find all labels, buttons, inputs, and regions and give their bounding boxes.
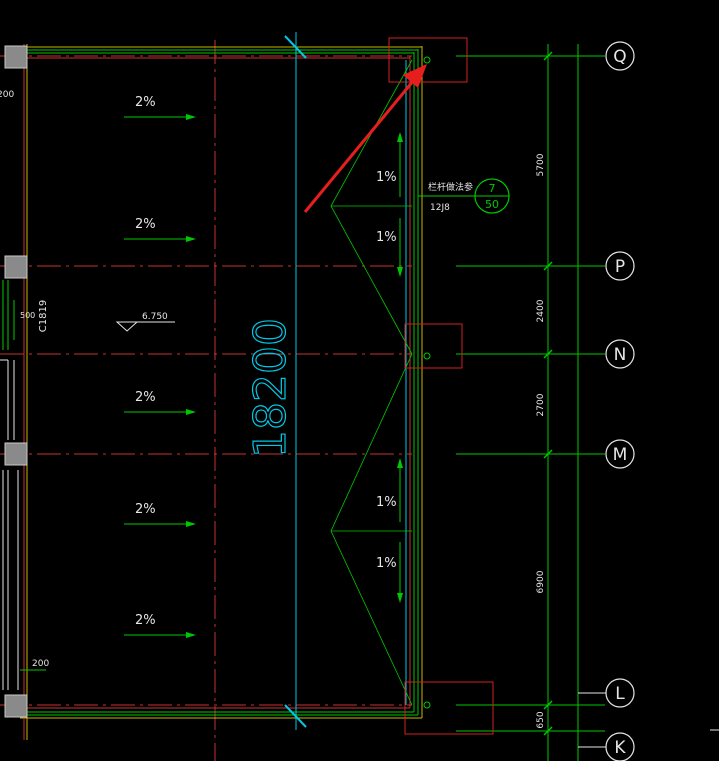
slope-left-arrowhead [186, 521, 196, 527]
slopes-left: 2% 2% 2% 2% 2% [124, 95, 196, 638]
grid-bubble-q [605, 41, 635, 71]
grid-label-p: P [615, 257, 625, 277]
grid-bubble-m [605, 439, 635, 469]
slope-right-label: 1% [376, 556, 397, 571]
grid-label-m: M [613, 445, 628, 465]
pointer-arrow [303, 64, 427, 213]
left-edge-details [0, 280, 19, 690]
slope-left-5: 2% [124, 613, 196, 638]
dimension-ticks [543, 51, 553, 736]
axis-dimension-texts: 5700 2400 2700 6900 650 [536, 153, 546, 728]
dim-text-m-l: 6900 [536, 570, 546, 593]
dim-text-l-k: 650 [536, 711, 546, 728]
roof-drain-q [423, 56, 431, 64]
slope-right-arrowhead [397, 458, 403, 468]
column-l-left [4, 694, 28, 718]
slope-right-label: 1% [376, 230, 397, 245]
grid-label-n: N [614, 345, 627, 365]
dim-tick-k [543, 726, 553, 736]
slope-right-label: 1% [376, 495, 397, 510]
small-dim-left-mid: 500 [20, 311, 35, 320]
slope-left-label: 2% [135, 95, 156, 110]
overall-dimension [284, 32, 407, 730]
overall-dim-tick-top [284, 35, 307, 59]
axis-extensions [456, 44, 605, 761]
slope-left-1: 2% [124, 95, 196, 120]
dim-tick-l [543, 700, 553, 710]
grid-label-q: Q [613, 47, 626, 67]
dim-text-n-m: 2700 [536, 393, 546, 416]
dim-tick-n [543, 349, 553, 359]
grid-axis-bubbles [605, 41, 635, 761]
small-dim-bottom-left: 200 [32, 659, 49, 669]
dim-tick-q [543, 51, 553, 61]
grid-label-k: K [614, 738, 626, 758]
drainage-triangles [330, 59, 413, 706]
detail-callout-sheet: 50 [485, 198, 499, 211]
wall-outline [20, 44, 423, 740]
slope-left-label: 2% [135, 613, 156, 628]
column-m-left [4, 442, 28, 466]
slope-left-arrowhead [186, 409, 196, 415]
slope-left-arrowhead [186, 114, 196, 120]
detail-callout: 栏杆做法参 12J8 7 50 [418, 178, 510, 214]
detail-callout-title: 栏杆做法参 [428, 181, 473, 193]
pointer-arrowhead [403, 64, 427, 88]
column-q-left [4, 45, 28, 69]
slope-left-label: 2% [135, 390, 156, 405]
dim-text-q-p: 5700 [536, 153, 546, 176]
window-label: C1819 [38, 300, 49, 332]
highlight-boxes [388, 37, 494, 735]
slope-left-3: 2% [124, 390, 196, 415]
highlight-box-n [404, 323, 463, 369]
slope-right-3: 1% [376, 458, 403, 522]
slope-left-arrowhead [186, 632, 196, 638]
small-dim-top-left: 200 [0, 90, 14, 100]
drain-valley-upper [330, 59, 413, 355]
slope-right-1: 1% [376, 132, 403, 197]
detail-callout-atlas: 12J8 [430, 203, 450, 213]
drain-valley-lower [330, 353, 413, 706]
roof-drain-n [423, 352, 431, 360]
dim-tick-p [543, 261, 553, 271]
dim-tick-m [543, 449, 553, 459]
slope-left-label: 2% [135, 217, 156, 232]
grid-bubble-n [605, 339, 635, 369]
slope-right-arrowhead [397, 267, 403, 277]
highlight-box-l [404, 681, 494, 735]
slope-right-arrowhead [397, 132, 403, 142]
dim-text-p-n: 2400 [536, 299, 546, 322]
axis-lines [0, 40, 412, 761]
slope-right-2: 1% [376, 218, 403, 277]
grid-bubble-p [605, 251, 635, 281]
slope-right-4: 1% [376, 542, 403, 603]
roof-drain-l [423, 701, 431, 709]
overall-dimension-text: 18200 [245, 318, 296, 458]
grid-axis-labels: Q P N M L K [613, 47, 628, 758]
elevation-text: 6.750 [142, 312, 168, 322]
overall-dim-tick-bottom [284, 704, 307, 728]
columns [4, 45, 28, 718]
slopes-right: 1% 1% 1% 1% [376, 132, 403, 603]
slope-left-arrowhead [186, 236, 196, 242]
column-p-left [4, 255, 28, 279]
elevation-mark: 6.750 [115, 312, 175, 332]
slope-right-arrowhead [397, 593, 403, 603]
pointer-arrow-shaft [303, 79, 416, 213]
highlight-box-q [388, 37, 468, 83]
elevation-triangle [115, 321, 139, 332]
slope-left-2: 2% [124, 217, 196, 242]
detail-callout-number: 7 [489, 182, 496, 195]
slope-left-label: 2% [135, 502, 156, 517]
slope-right-label: 1% [376, 170, 397, 185]
grid-label-l: L [615, 684, 625, 704]
slope-left-4: 2% [124, 502, 196, 527]
roof-drains [423, 56, 431, 709]
